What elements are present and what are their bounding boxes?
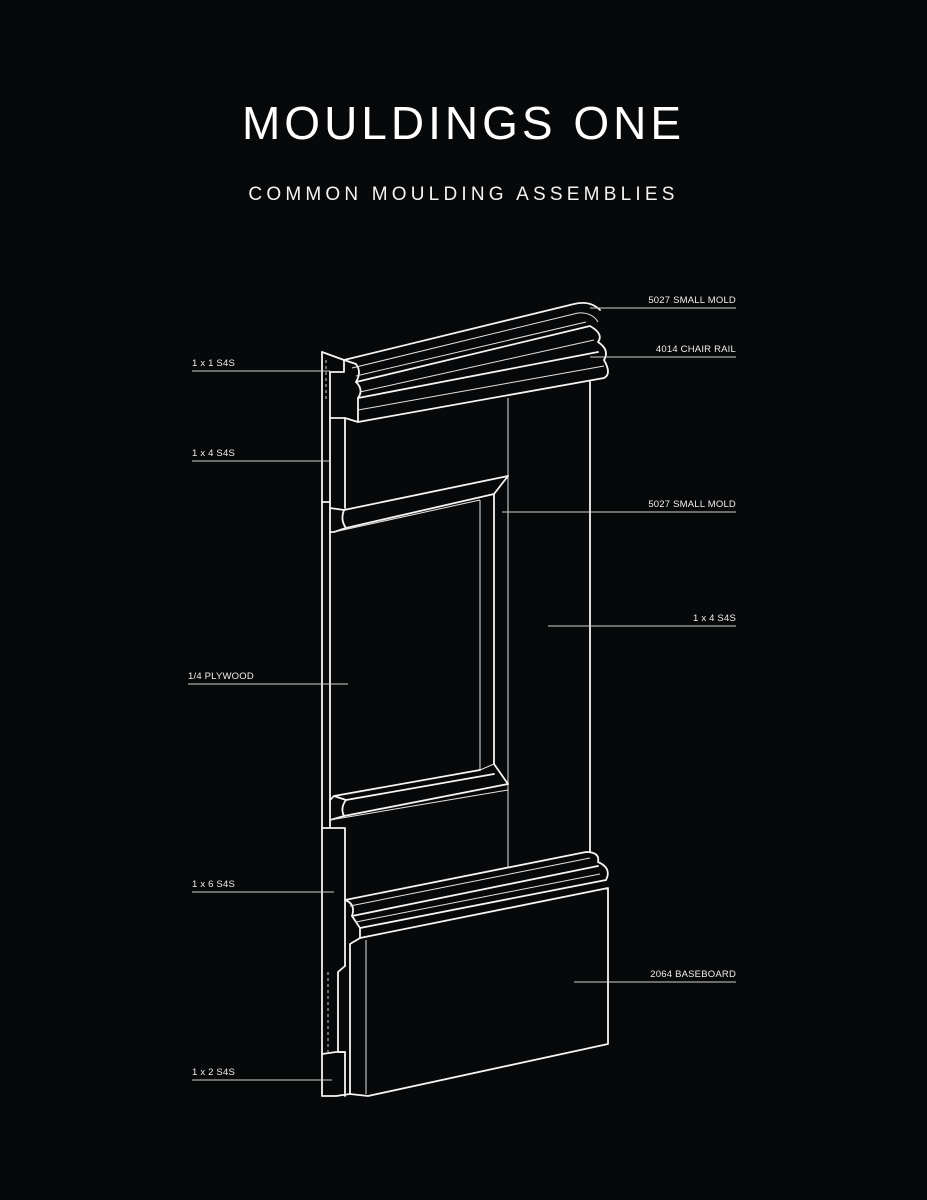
label-1x6-s4s: 1 x 6 S4S [192, 879, 235, 890]
baseboard-profile [335, 899, 361, 1097]
label-1x4-s4s-left: 1 x 4 S4S [192, 448, 235, 459]
labels-left: 1 x 1 S4S 1 x 4 S4S 1/4 PLYWOOD 1 x 6 S4… [188, 358, 254, 1078]
label-1x4-s4s-right: 1 x 4 S4S [693, 613, 736, 624]
label-1x2-s4s: 1 x 2 S4S [192, 1067, 235, 1078]
baseboard-moulding [344, 851, 609, 1097]
plywood-profile [321, 501, 331, 829]
back-board-profile [321, 351, 337, 1097]
label-1x1-s4s: 1 x 1 S4S [192, 358, 235, 369]
leader-lines [188, 307, 736, 1081]
section-profile [321, 351, 362, 1097]
panel-small-mold [329, 475, 509, 821]
label-5027-small-mold-top: 5027 SMALL MOLD [648, 295, 736, 306]
labels-right: 5027 SMALL MOLD 4014 CHAIR RAIL 5027 SMA… [648, 295, 736, 980]
chair-rail-moulding [343, 301, 609, 423]
label-5027-small-mold-panel: 5027 SMALL MOLD [648, 499, 736, 510]
label-4014-chair-rail: 4014 CHAIR RAIL [656, 344, 736, 355]
page-subtitle: COMMON MOULDING ASSEMBLIES [248, 184, 679, 205]
upper-frame [343, 381, 591, 868]
label-plywood: 1/4 PLYWOOD [188, 671, 254, 682]
chair-rail-profile [343, 359, 362, 423]
page-title: MOULDINGS ONE [241, 97, 686, 149]
label-2064-baseboard: 2064 BASEBOARD [650, 969, 736, 980]
one-by-one-block [321, 351, 345, 419]
